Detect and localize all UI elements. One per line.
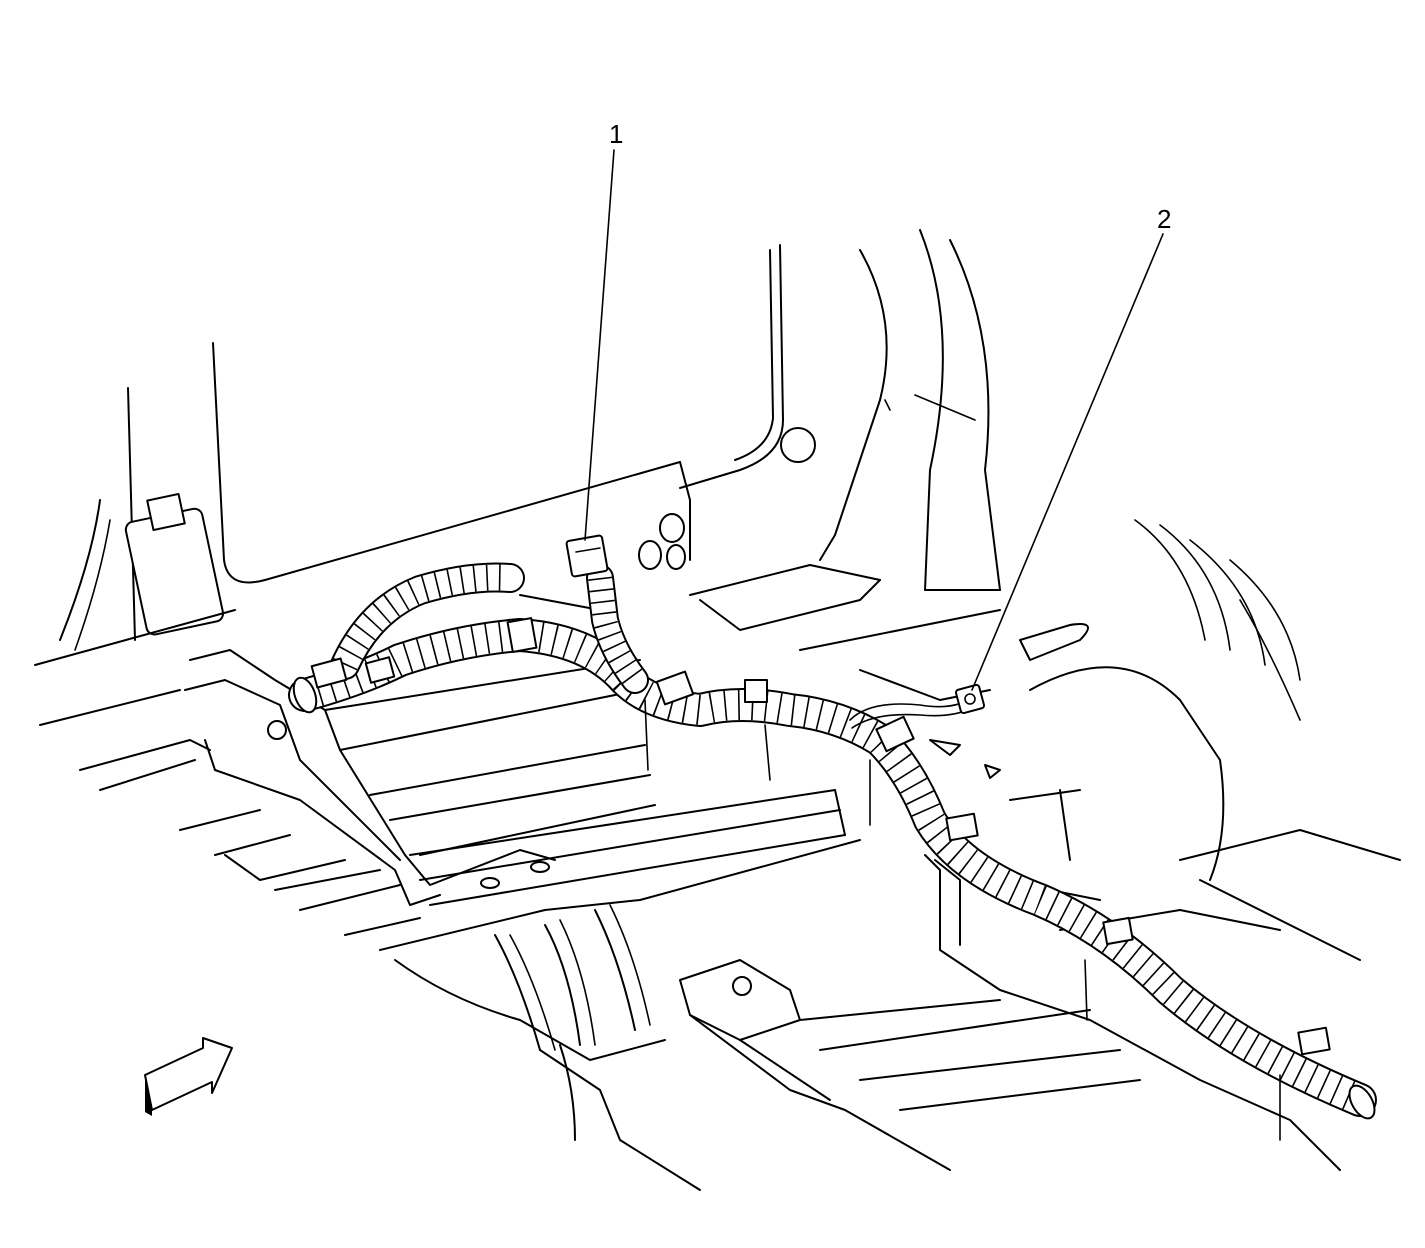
wiring-harness (288, 534, 1377, 1141)
vehicle-body-structure (34, 229, 1401, 1191)
callout-2: 2 (971, 204, 1171, 691)
callout-1-leader (584, 149, 615, 541)
callout-2-leader (971, 233, 1164, 691)
callout-1-label: 1 (609, 119, 623, 149)
callout-2-label: 2 (1157, 204, 1171, 234)
front-direction-arrow-icon (144, 1037, 233, 1116)
callout-1: 1 (584, 119, 623, 541)
